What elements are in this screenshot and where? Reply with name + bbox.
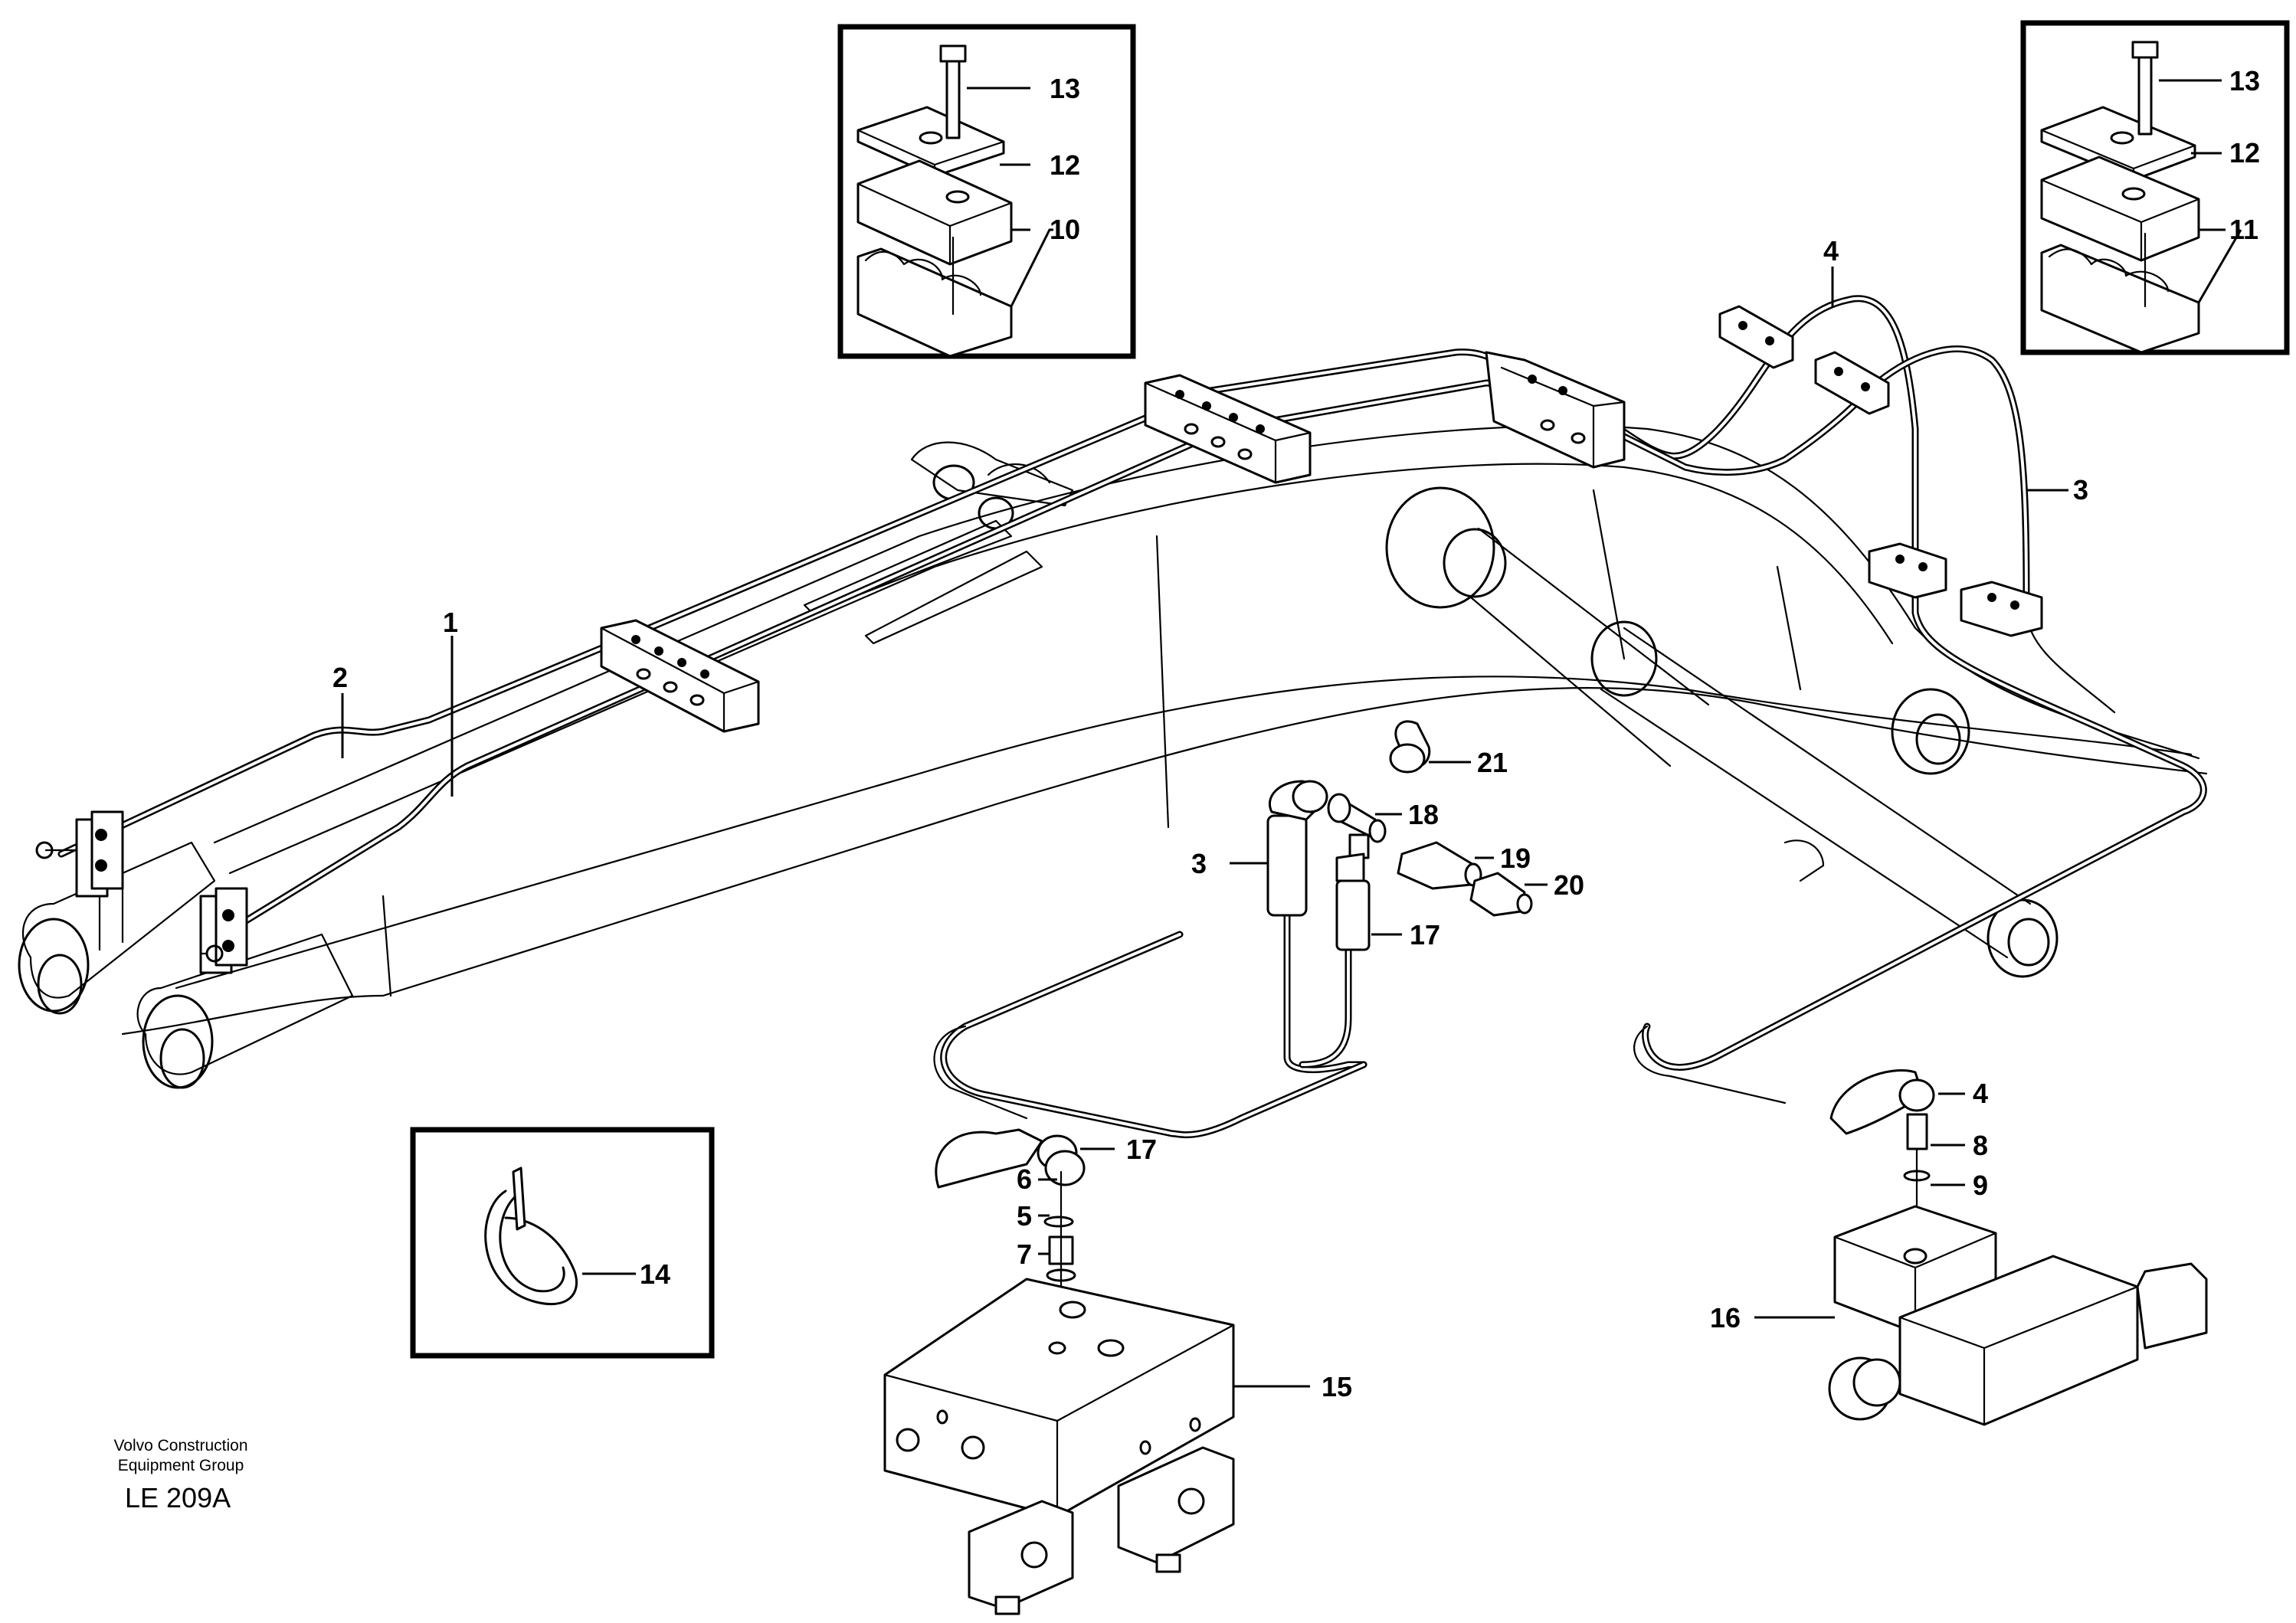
callout-6: 6 <box>1017 1163 1032 1195</box>
callout-5: 5 <box>1017 1200 1032 1232</box>
clamp-front-right <box>199 887 248 974</box>
drawing-code: LE 209A <box>125 1482 231 1513</box>
callout-labels: 1 2 3 3 4 4 5 6 7 8 9 10 11 12 12 13 13 … <box>332 65 2260 1402</box>
callout-15: 15 <box>1322 1371 1352 1402</box>
callout-10: 10 <box>1050 214 1080 245</box>
callout-9: 9 <box>1973 1170 1988 1201</box>
callout-14: 14 <box>640 1258 670 1290</box>
clamp-vertical-a <box>1868 542 1947 599</box>
valve-block-16 <box>1828 1069 2208 1426</box>
clamp-boom-top <box>1485 351 1626 469</box>
inset-clamp-10 <box>837 24 1136 359</box>
callout-17-lower: 17 <box>1126 1134 1157 1165</box>
footer: Volvo Construction Equipment Group LE 20… <box>113 1437 247 1513</box>
leader-lines <box>341 267 2068 1388</box>
test-nipple-20 <box>1469 872 1533 917</box>
clamp-vertical-b <box>1960 581 2043 637</box>
clamp-top-hose-b <box>1814 351 1890 415</box>
callout-1: 1 <box>443 607 458 638</box>
hose-17-end <box>1335 852 1371 951</box>
valve-block-15 <box>883 1128 1235 1615</box>
clamp-boom-upper <box>1144 374 1312 484</box>
hose-3-end <box>1266 780 1328 917</box>
inset-cable-tie-14 <box>410 1127 715 1359</box>
company-line-2: Equipment Group <box>118 1457 244 1474</box>
callout-16: 16 <box>1710 1302 1741 1333</box>
callout-4-upper: 4 <box>1823 235 1839 267</box>
tee-fitting-18 <box>1327 793 1387 859</box>
callout-17-center: 17 <box>1410 919 1440 951</box>
callout-12-left: 12 <box>1050 149 1080 181</box>
callout-18: 18 <box>1408 799 1439 830</box>
adapter-19 <box>1397 841 1482 890</box>
clamp-front-left <box>35 810 124 951</box>
callout-7: 7 <box>1017 1239 1032 1270</box>
inset-clamp-11 <box>2020 20 2290 355</box>
clamp-top-hose-a <box>1718 305 1794 369</box>
callout-3-upper: 3 <box>2073 474 2088 506</box>
callout-19: 19 <box>1500 843 1531 874</box>
cap-21 <box>1389 720 1431 774</box>
clamp-boom-middle <box>600 619 760 733</box>
callout-12-right: 12 <box>2229 137 2260 169</box>
callout-13-left: 13 <box>1050 73 1080 104</box>
callout-11: 11 <box>2229 214 2258 245</box>
callout-20: 20 <box>1554 869 1584 901</box>
boom-arm <box>18 425 2208 1089</box>
callout-2: 2 <box>332 662 348 693</box>
callout-21: 21 <box>1477 747 1508 778</box>
callout-8: 8 <box>1973 1130 1988 1161</box>
hydraulic-lines-boom <box>57 295 2207 1139</box>
company-line-1: Volvo Construction <box>113 1437 247 1454</box>
callout-13-right: 13 <box>2229 65 2260 97</box>
callout-3-center: 3 <box>1191 848 1207 879</box>
callout-4-lower: 4 <box>1973 1078 1988 1109</box>
